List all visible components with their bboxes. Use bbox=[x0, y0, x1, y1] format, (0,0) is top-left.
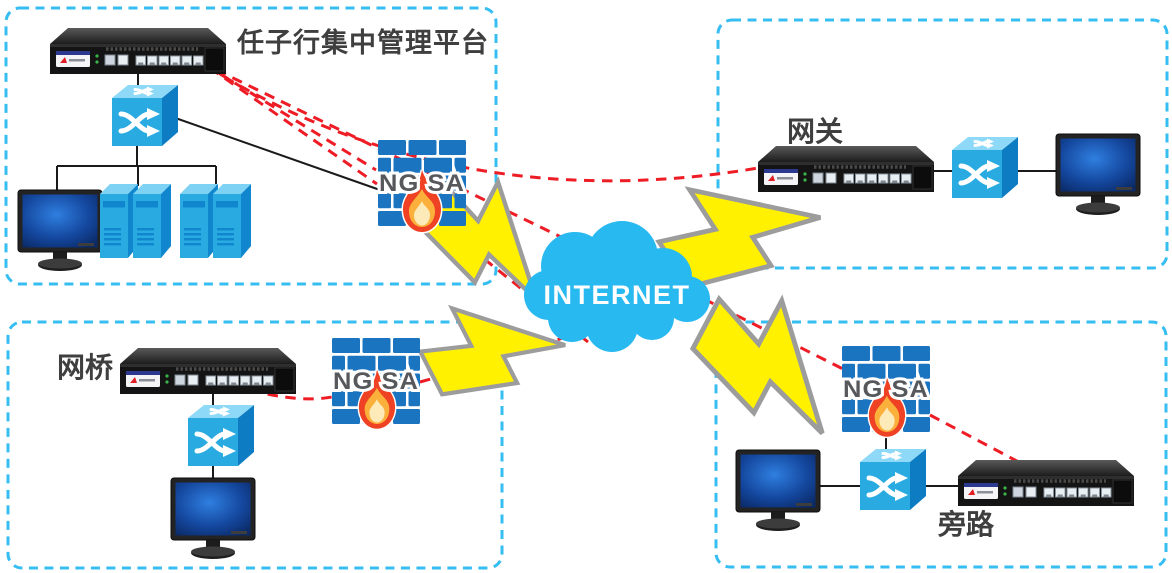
gateway-appliance bbox=[756, 144, 936, 194]
server-tower-4 bbox=[213, 184, 251, 258]
gateway-zone-border bbox=[716, 18, 1169, 270]
bypass-label: 旁路 bbox=[937, 508, 995, 540]
management-link-to-gateway bbox=[193, 56, 759, 183]
bypass-zone: NG SA 旁路 bbox=[735, 346, 1136, 540]
gateway-zone: 网关 bbox=[756, 116, 1141, 216]
bridge-switch bbox=[188, 405, 254, 466]
management-zone: 任子行集中管理平台 bbox=[17, 26, 489, 272]
gateway-switch bbox=[952, 137, 1018, 198]
platform-title: 任子行集中管理平台 bbox=[236, 27, 489, 58]
ngsa-label-3: NG SA bbox=[843, 376, 929, 403]
ngsa-firewall-2: NG SA bbox=[330, 338, 421, 431]
bypass-switch bbox=[860, 449, 926, 510]
bypass-appliance bbox=[956, 458, 1136, 508]
gateway-label: 网关 bbox=[787, 116, 843, 147]
bridge-zone: 网桥 NG SA bbox=[57, 338, 421, 560]
internet-cloud bbox=[524, 221, 710, 352]
server-tower-3 bbox=[180, 184, 218, 258]
bridge-appliance bbox=[118, 346, 298, 396]
management-link-to-firewall-1a bbox=[203, 62, 377, 172]
management-link-firewall3-bypass bbox=[929, 413, 1031, 470]
management-appliance bbox=[48, 26, 228, 76]
internet-label: INTERNET bbox=[544, 280, 691, 310]
management-switch bbox=[112, 85, 178, 146]
ngsa-label-2: NG SA bbox=[333, 368, 419, 395]
ngsa-firewall-3: NG SA bbox=[840, 346, 931, 439]
management-link-to-firewall-1b bbox=[209, 66, 378, 186]
ngsa-firewall-1: NG SA bbox=[376, 140, 467, 234]
server-tower-1 bbox=[100, 184, 138, 258]
bridge-label: 网桥 bbox=[57, 352, 113, 383]
link-mgmt-switch-firewall bbox=[163, 113, 381, 191]
server-tower-2 bbox=[133, 184, 171, 258]
ngsa-label-1: NG SA bbox=[379, 170, 465, 197]
